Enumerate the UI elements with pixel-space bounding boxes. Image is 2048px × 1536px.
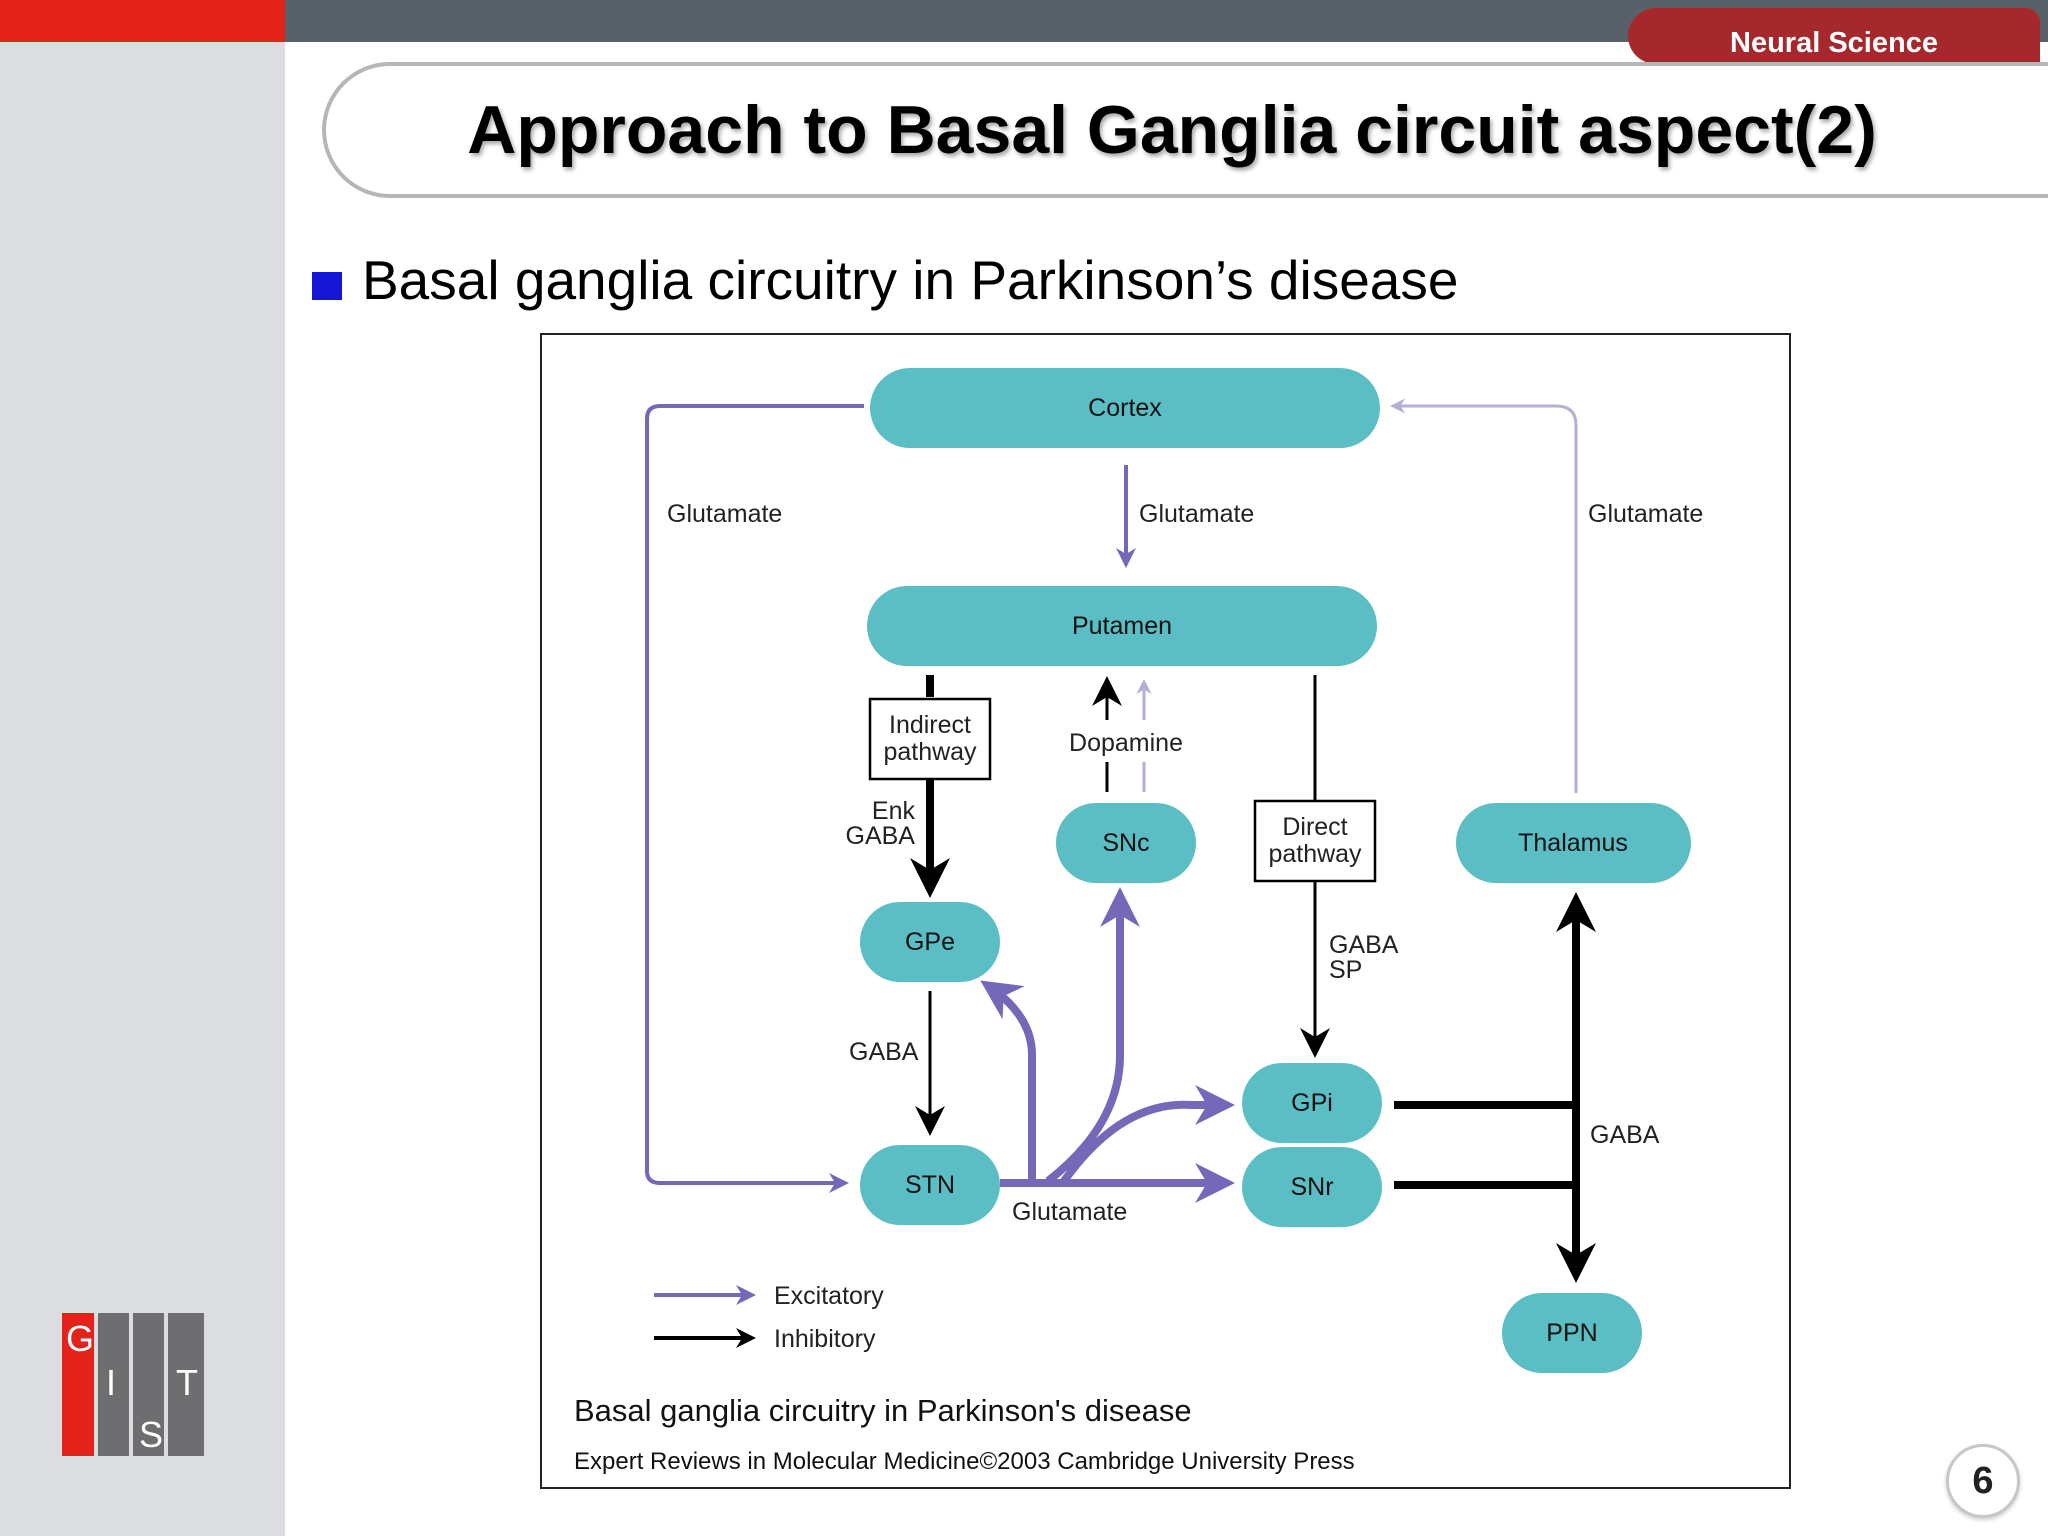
logo-letter-t: T [176, 1362, 198, 1403]
svg-text:Putamen: Putamen [1072, 612, 1172, 640]
gist-logo: G I S T [62, 1313, 204, 1456]
left-sidebar [0, 0, 285, 1536]
thalamus-cortex-arrow [1390, 398, 1578, 793]
legend-excitatory-label: Excitatory [774, 1282, 884, 1310]
svg-text:Direct: Direct [1282, 813, 1347, 841]
bullet-square-icon [312, 272, 342, 300]
svg-text:PPN: PPN [1546, 1319, 1597, 1347]
figure-credit: Expert Reviews in Molecular Medicine©200… [574, 1448, 1355, 1475]
node-thalamus: Thalamus [1456, 803, 1691, 883]
label-glutamate-left: Glutamate [667, 500, 782, 528]
label-sp: SP [1329, 956, 1362, 984]
cortex-stn-arrow [645, 404, 864, 1193]
label-enk: Enk [872, 797, 916, 825]
red-accent-strip [0, 0, 285, 42]
legend: Excitatory Inhibitory [654, 1282, 884, 1353]
node-gpi: GPi [1242, 1063, 1382, 1143]
logo-letter-i: I [106, 1362, 116, 1403]
node-putamen: Putamen [867, 586, 1377, 666]
indirect-pathway-box: Indirect pathway [868, 697, 992, 781]
diagram-figure: Cortex Putamen SNc Thalamus GPe STN GPi [540, 333, 1791, 1489]
bullet-text: Basal ganglia circuitry in Parkinson’s d… [362, 249, 1459, 311]
direct-pathway-box: Direct pathway [1253, 799, 1377, 883]
node-snr: SNr [1242, 1147, 1382, 1227]
stn-snc-arrow [1045, 887, 1140, 1185]
figure-caption: Basal ganglia circuitry in Parkinson's d… [574, 1393, 1192, 1428]
svg-text:SNc: SNc [1102, 829, 1149, 857]
slide-title: Approach to Basal Ganglia circuit aspect… [467, 92, 1877, 168]
logo-letter-s: S [139, 1414, 163, 1455]
label-gaba-direct: GABA [1329, 931, 1399, 959]
stn-gpi-arrow [1060, 1085, 1235, 1184]
svg-text:pathway: pathway [1268, 840, 1362, 868]
label-gaba-stn: GABA [849, 1038, 919, 1066]
svg-text:GPi: GPi [1291, 1089, 1333, 1117]
svg-text:Indirect: Indirect [889, 711, 971, 739]
node-ppn: PPN [1502, 1293, 1642, 1373]
label-glutamate-stn: Glutamate [1012, 1198, 1127, 1226]
label-glutamate-center: Glutamate [1139, 500, 1254, 528]
svg-text:Cortex: Cortex [1088, 394, 1162, 422]
label-gaba-indirect: GABA [846, 822, 916, 850]
svg-text:SNr: SNr [1290, 1173, 1333, 1201]
node-gpe: GPe [860, 902, 1000, 982]
node-cortex: Cortex [870, 368, 1380, 448]
node-stn: STN [860, 1145, 1000, 1225]
svg-text:pathway: pathway [883, 738, 977, 766]
svg-text:Thalamus: Thalamus [1518, 829, 1628, 857]
course-tag: Neural Science [1628, 8, 2040, 64]
logo-letter-g: G [66, 1318, 94, 1359]
label-gaba-output: GABA [1590, 1121, 1660, 1149]
page-number: 6 [1946, 1444, 2020, 1518]
svg-text:STN: STN [905, 1171, 955, 1199]
svg-text:GPe: GPe [905, 928, 955, 956]
title-frame [322, 62, 2048, 198]
node-snc: SNc [1056, 803, 1196, 883]
label-dopamine: Dopamine [1069, 729, 1183, 757]
legend-inhibitory-label: Inhibitory [774, 1325, 876, 1353]
label-glutamate-right: Glutamate [1588, 500, 1703, 528]
stn-gpe-arrow [980, 980, 1036, 1181]
